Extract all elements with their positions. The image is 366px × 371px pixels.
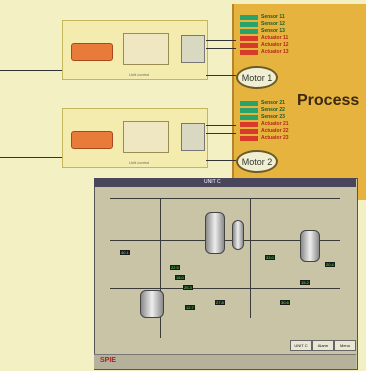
pipe [110, 288, 340, 289]
motor-cylinder [71, 43, 113, 61]
scada-button[interactable]: Menu [334, 340, 356, 351]
relay-block [181, 35, 205, 63]
sensor-indicator [240, 14, 258, 20]
signal-row: Actuator 12 [240, 42, 289, 48]
pipe [110, 198, 340, 199]
signal-row: Actuator 21 [240, 121, 289, 127]
signal-row: Sensor 13 [240, 28, 285, 34]
actuator-indicator [240, 49, 258, 55]
signal-label: Actuator 23 [261, 134, 289, 141]
pipe [160, 198, 161, 338]
signal-label: Actuator 12 [261, 41, 289, 48]
sensor-indicator [240, 21, 258, 27]
tag-value: 30.6 [280, 300, 290, 305]
signal-label: Actuator 11 [261, 34, 289, 41]
actuator-indicator [240, 35, 258, 41]
tag-value: 22.5 [170, 265, 180, 270]
sensor-indicator [240, 114, 258, 120]
driver-module [123, 121, 169, 153]
actuator-indicator [240, 42, 258, 48]
signal-label: Actuator 22 [261, 127, 289, 134]
motor-2-label: Motor 2 [241, 156, 273, 167]
sensor-indicator [240, 107, 258, 113]
mixing-tank[interactable] [140, 290, 164, 318]
tag-value: 15.2 [300, 280, 310, 285]
wire [206, 125, 236, 126]
reactor-tank[interactable] [205, 212, 225, 254]
wire [206, 160, 236, 161]
scada-brand: SPIE [100, 357, 116, 364]
pipe [250, 198, 251, 318]
sensor-indicator [240, 28, 258, 34]
signal-label: Sensor 12 [261, 20, 285, 27]
relay-block [181, 123, 205, 151]
wire [206, 133, 236, 134]
tag-value: 40.1 [120, 250, 130, 255]
signal-row: Actuator 11 [240, 35, 288, 41]
vessel-tank[interactable] [300, 230, 320, 262]
scada-button[interactable]: Alarm [312, 340, 334, 351]
wire [206, 48, 236, 49]
signal-row: Sensor 21 [240, 100, 285, 106]
signal-row: Sensor 12 [240, 21, 285, 27]
driver-module [123, 33, 169, 65]
unit-label: Unit control [129, 160, 150, 165]
scada-button[interactable]: UNIT C [290, 340, 312, 351]
unit-control-2: Unit control [62, 108, 208, 168]
signal-row: Sensor 22 [240, 107, 285, 113]
input-line [0, 157, 62, 158]
scada-status-bar: SPIE [94, 354, 356, 369]
wire [206, 40, 236, 41]
signal-label: Sensor 21 [261, 99, 285, 106]
column-tank[interactable] [232, 220, 244, 250]
signal-row: Sensor 23 [240, 114, 285, 120]
signal-row: Actuator 13 [240, 49, 289, 55]
motor-cylinder [71, 131, 113, 149]
scada-title: UNIT C [204, 179, 221, 185]
tag-value: 20.4 [325, 262, 335, 267]
tag-value: 27.8 [215, 300, 225, 305]
tag-value: 18.0 [175, 275, 185, 280]
tag-value: 25.3 [183, 285, 193, 290]
signal-label: Sensor 13 [261, 27, 285, 34]
signal-label: Sensor 23 [261, 113, 285, 120]
tag-value: 12.7 [185, 305, 195, 310]
signal-label: Sensor 22 [261, 106, 285, 113]
wire [206, 75, 236, 76]
scada-window [94, 178, 358, 370]
signal-label: Sensor 11 [261, 13, 285, 20]
signal-row: Actuator 22 [240, 128, 289, 134]
scada-title-bar: UNIT C [94, 178, 356, 187]
motor-1[interactable]: Motor 1 [236, 66, 278, 89]
signal-row: Actuator 23 [240, 135, 289, 141]
tag-value: 33.0 [265, 255, 275, 260]
signal-label: Actuator 21 [261, 120, 289, 127]
input-line [0, 70, 62, 71]
motor-1-label: Motor 1 [241, 72, 273, 83]
pipe [110, 240, 340, 241]
actuator-indicator [240, 135, 258, 141]
signal-label: Actuator 13 [261, 48, 289, 55]
unit-label: Unit control [129, 72, 150, 77]
signal-row: Sensor 11 [240, 14, 285, 20]
actuator-indicator [240, 121, 258, 127]
actuator-indicator [240, 128, 258, 134]
sensor-indicator [240, 100, 258, 106]
process-title: Process [297, 92, 360, 109]
unit-control-1: Unit control [62, 20, 208, 80]
motor-2[interactable]: Motor 2 [236, 150, 278, 173]
